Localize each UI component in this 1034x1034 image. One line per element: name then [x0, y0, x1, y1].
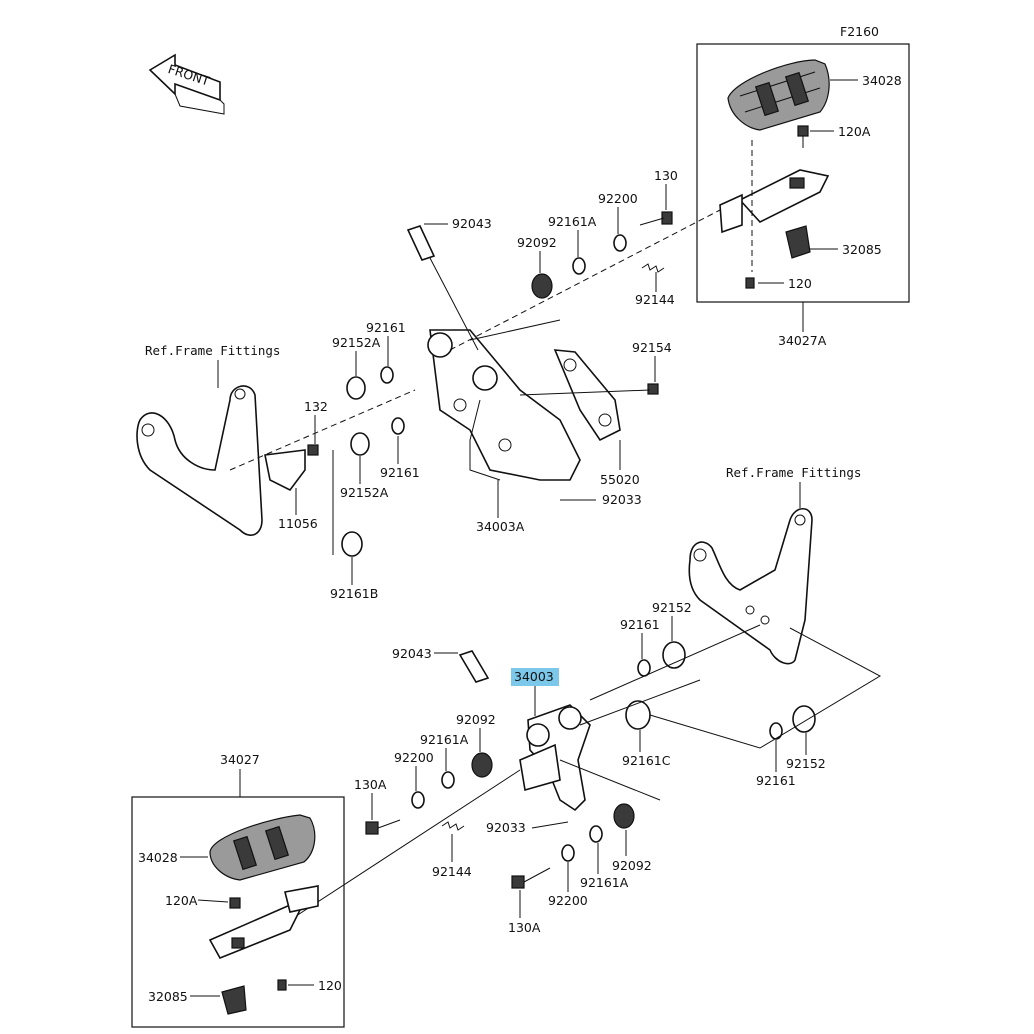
label-34028-upper[interactable]: 34028 [862, 73, 902, 88]
label-92161A-upper[interactable]: 92161A [548, 214, 597, 229]
label-34003-selected[interactable]: 34003 [514, 669, 554, 684]
label-34027[interactable]: 34027 [220, 752, 260, 767]
label-92161-lower-bottom[interactable]: 92161 [756, 773, 796, 788]
clamp-11056 [264, 449, 306, 492]
ref-frame-fittings-upper[interactable]: Ref.Frame Fittings [145, 343, 280, 358]
pin-92043-lower [458, 650, 490, 683]
label-92200-lower-right[interactable]: 92200 [548, 893, 588, 908]
washer-92161A-upper [572, 257, 586, 275]
washer-92161A-lower [441, 771, 455, 789]
label-92161-upper-b[interactable]: 92161 [380, 465, 420, 480]
bolt-120A-upper [797, 125, 809, 148]
label-32085-upper[interactable]: 32085 [842, 242, 882, 257]
label-92161-lower-top[interactable]: 92161 [620, 617, 660, 632]
footpeg-end-32085-lower [221, 985, 247, 1015]
bracket-34003 [519, 704, 591, 812]
label-92161C[interactable]: 92161C [622, 753, 671, 768]
bolt-130A-lower-right [511, 867, 551, 889]
bushing-92092-upper [531, 273, 553, 299]
bolt-130-upper [639, 211, 673, 226]
label-120-upper[interactable]: 120 [788, 276, 812, 291]
washer-92161-lower-pair-top [637, 659, 651, 677]
footpeg-rubber-34028-lower [209, 814, 316, 881]
front-arrow-icon: FRONT [148, 53, 225, 115]
label-120A-lower[interactable]: 120A [165, 893, 198, 908]
footpeg-bracket-lower [208, 885, 319, 960]
label-92161A-lower[interactable]: 92161A [420, 732, 469, 747]
label-130A-lower-right[interactable]: 130A [508, 920, 541, 935]
label-92154[interactable]: 92154 [632, 340, 672, 355]
plate-55020 [553, 349, 621, 442]
footpeg-rubber-34028-upper [727, 59, 830, 131]
label-92152A-upper[interactable]: 92152A [332, 335, 381, 350]
bushing-92092-lower [471, 752, 493, 778]
label-32085-lower[interactable]: 32085 [148, 989, 188, 1004]
footpeg-end-32085-upper [785, 225, 811, 259]
pin-92043-upper [406, 225, 436, 261]
label-92033-upper[interactable]: 92033 [602, 492, 642, 507]
label-92092-upper[interactable]: 92092 [517, 235, 557, 250]
label-34003A[interactable]: 34003A [476, 519, 525, 534]
bushing-92152-lower-pair-top [662, 641, 686, 669]
label-92144-lower[interactable]: 92144 [432, 864, 472, 879]
label-92152A-upper-b[interactable]: 92152A [340, 485, 389, 500]
collar-92161C [625, 700, 651, 730]
screw-120-lower [277, 979, 287, 991]
label-92144-upper[interactable]: 92144 [635, 292, 675, 307]
bushing-92152A-upper [346, 376, 366, 400]
bolt-132 [307, 444, 319, 456]
label-92200-lower[interactable]: 92200 [394, 750, 434, 765]
bushing-92092-lower-right [613, 803, 635, 829]
label-92092-lower[interactable]: 92092 [456, 712, 496, 727]
label-92161-upper[interactable]: 92161 [366, 320, 406, 335]
label-92092-lower-right[interactable]: 92092 [612, 858, 652, 873]
ref-frame-fittings-lower[interactable]: Ref.Frame Fittings [726, 465, 861, 480]
screw-120-upper [745, 277, 755, 289]
label-92200-upper[interactable]: 92200 [598, 191, 638, 206]
label-34027A[interactable]: 34027A [778, 333, 827, 348]
washer-92161-lower [391, 417, 405, 435]
frame-fitting-upper-left [136, 385, 306, 536]
bolt-120A-lower [229, 897, 241, 909]
bushing-92152-lower-pair-bottom [792, 705, 816, 733]
washer-92161-lower-pair-bottom [769, 722, 783, 740]
footpeg-bracket-upper [719, 169, 830, 234]
label-92043-lower[interactable]: 92043 [392, 646, 432, 661]
label-130A-lower-left[interactable]: 130A [354, 777, 387, 792]
washer-92200-lower-right [561, 844, 575, 862]
bolt-92154 [647, 383, 659, 395]
spring-92144-lower [441, 821, 465, 831]
label-11056[interactable]: 11056 [278, 516, 318, 531]
assembly-box-34027 [131, 796, 345, 1028]
label-92043-upper[interactable]: 92043 [452, 216, 492, 231]
label-92161A-lower-right[interactable]: 92161A [580, 875, 629, 890]
washer-92200-upper [613, 234, 627, 252]
label-92033-lower[interactable]: 92033 [486, 820, 526, 835]
label-120A-upper[interactable]: 120A [838, 124, 871, 139]
bolt-130A-lower-left [365, 819, 401, 835]
washer-92200-lower [411, 791, 425, 809]
washer-92161A-lower-right [589, 825, 603, 843]
bushing-92161B [341, 531, 363, 557]
label-92152-lower-top[interactable]: 92152 [652, 600, 692, 615]
label-130-upper[interactable]: 130 [654, 168, 678, 183]
bushing-92152A-lower [350, 432, 370, 456]
label-132[interactable]: 132 [304, 399, 328, 414]
label-34028-lower[interactable]: 34028 [138, 850, 178, 865]
frame-fitting-lower-right [688, 507, 813, 665]
label-92152-lower-bottom[interactable]: 92152 [786, 756, 826, 771]
spring-92144-upper [641, 263, 665, 273]
label-120-lower[interactable]: 120 [318, 978, 342, 993]
bracket-34003A [427, 329, 581, 481]
spring-92033-lower [531, 821, 569, 829]
selected-part-highlight [511, 668, 559, 686]
label-92161B[interactable]: 92161B [330, 586, 378, 601]
washer-92161-upper [380, 366, 394, 384]
figure-id: F2160 [840, 24, 879, 39]
label-55020[interactable]: 55020 [600, 472, 640, 487]
